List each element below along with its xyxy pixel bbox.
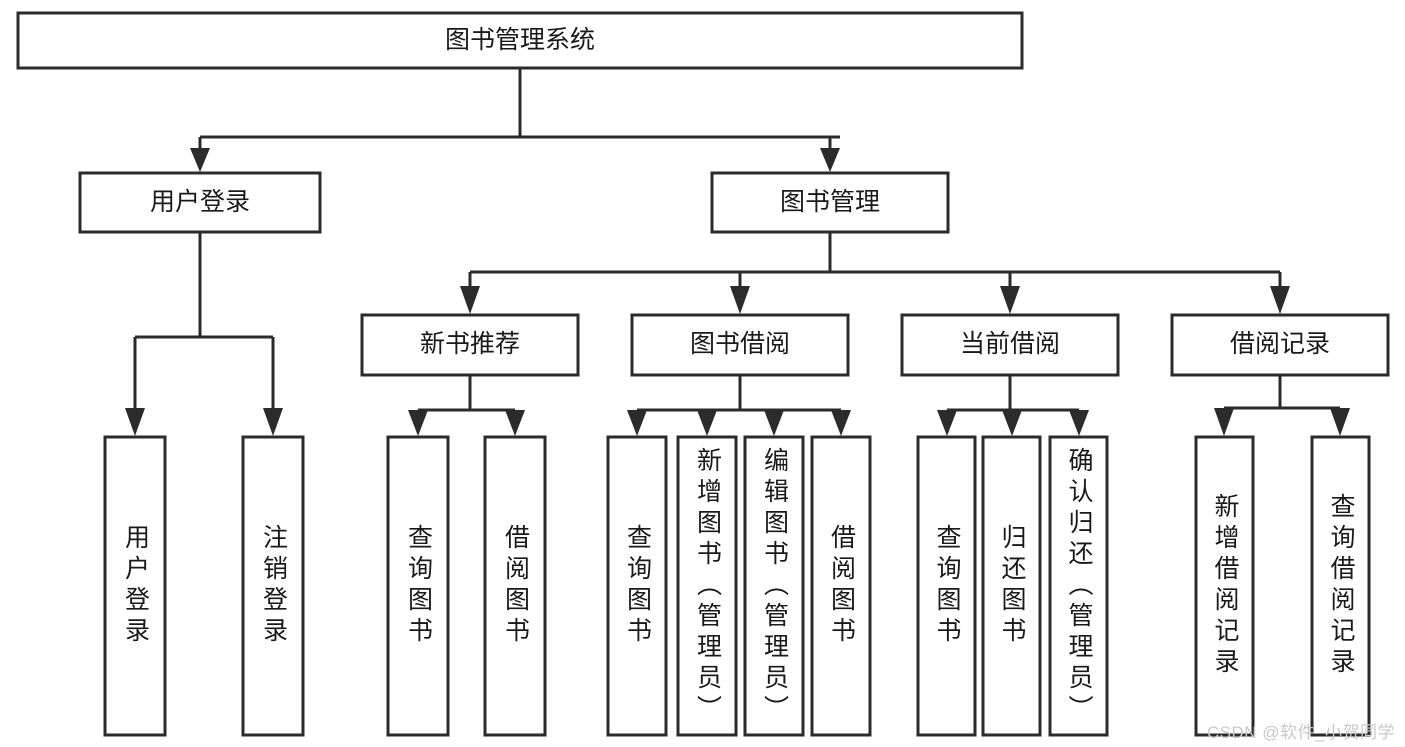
arrow-head-leaf-query-book-3: [937, 410, 957, 436]
node-box-leaf-11[interactable]: [1194, 435, 1255, 737]
connector-group-bookmgmt-to-level2: [460, 232, 1290, 314]
connector-group-newbook-to-leaves: [408, 375, 525, 436]
node-box-leaf-7[interactable]: [810, 435, 872, 737]
node-box-user-login[interactable]: [78, 171, 322, 234]
node-box-leaf-9[interactable]: [981, 435, 1042, 737]
node-box-new-book-recommend[interactable]: [360, 313, 580, 377]
arrow-head-leaf-query-book-1: [408, 410, 428, 436]
arrow-head-leaf-add-book: [697, 410, 717, 436]
node-box-leaf-3[interactable]: [483, 435, 547, 737]
connector-group-borrow-to-leaves: [627, 375, 851, 436]
arrow-head-record: [1270, 286, 1290, 314]
node-box-leaf-0[interactable]: [103, 435, 167, 737]
arrow-head-leaf-edit-book: [764, 410, 784, 436]
arrow-head-leaf-borrow-book-2: [831, 410, 851, 436]
arrow-head-newbook: [460, 286, 480, 314]
arrow-head-leaf-logout: [263, 408, 283, 436]
node-box-leaf-10[interactable]: [1048, 435, 1109, 737]
node-box-leaf-8[interactable]: [916, 435, 977, 737]
arrow-head-leaf-return-book: [1002, 410, 1022, 436]
connector-group-current-to-leaves: [937, 375, 1089, 436]
node-box-leaf-12[interactable]: [1310, 435, 1371, 737]
node-box-leaf-1[interactable]: [241, 435, 305, 737]
node-box-current-borrow[interactable]: [900, 313, 1120, 377]
node-box-book-borrow[interactable]: [630, 313, 850, 377]
node-box-leaf-4[interactable]: [606, 435, 668, 737]
arrow-head-leaf-query-record: [1330, 408, 1350, 436]
node-box-root[interactable]: [16, 11, 1024, 70]
arrow-head-borrow: [730, 286, 750, 314]
arrow-head-user-login: [190, 148, 210, 172]
arrow-head-current: [1000, 286, 1020, 314]
node-box-borrow-record[interactable]: [1170, 313, 1390, 377]
connector-group-record-to-leaves: [1214, 375, 1350, 436]
arrow-head-leaf-query-book-2: [627, 410, 647, 436]
arrow-head-book-mgmt: [820, 148, 840, 172]
node-box-leaf-6[interactable]: [743, 435, 805, 737]
node-box-leaf-5[interactable]: [676, 435, 738, 737]
arrow-head-leaf-add-record: [1214, 408, 1234, 436]
node-box-leaf-2[interactable]: [386, 435, 450, 737]
connector-group-userlogin-to-leaves: [125, 232, 283, 436]
arrow-head-leaf-confirm-return: [1069, 410, 1089, 436]
arrow-head-leaf-user-login: [125, 408, 145, 436]
connector-group-root-to-level1: [190, 68, 840, 172]
watermark-text: CSDN @软件_小贺同学: [1206, 723, 1395, 742]
arrow-head-leaf-borrow-book-1: [505, 410, 525, 436]
node-box-book-management[interactable]: [710, 171, 950, 234]
